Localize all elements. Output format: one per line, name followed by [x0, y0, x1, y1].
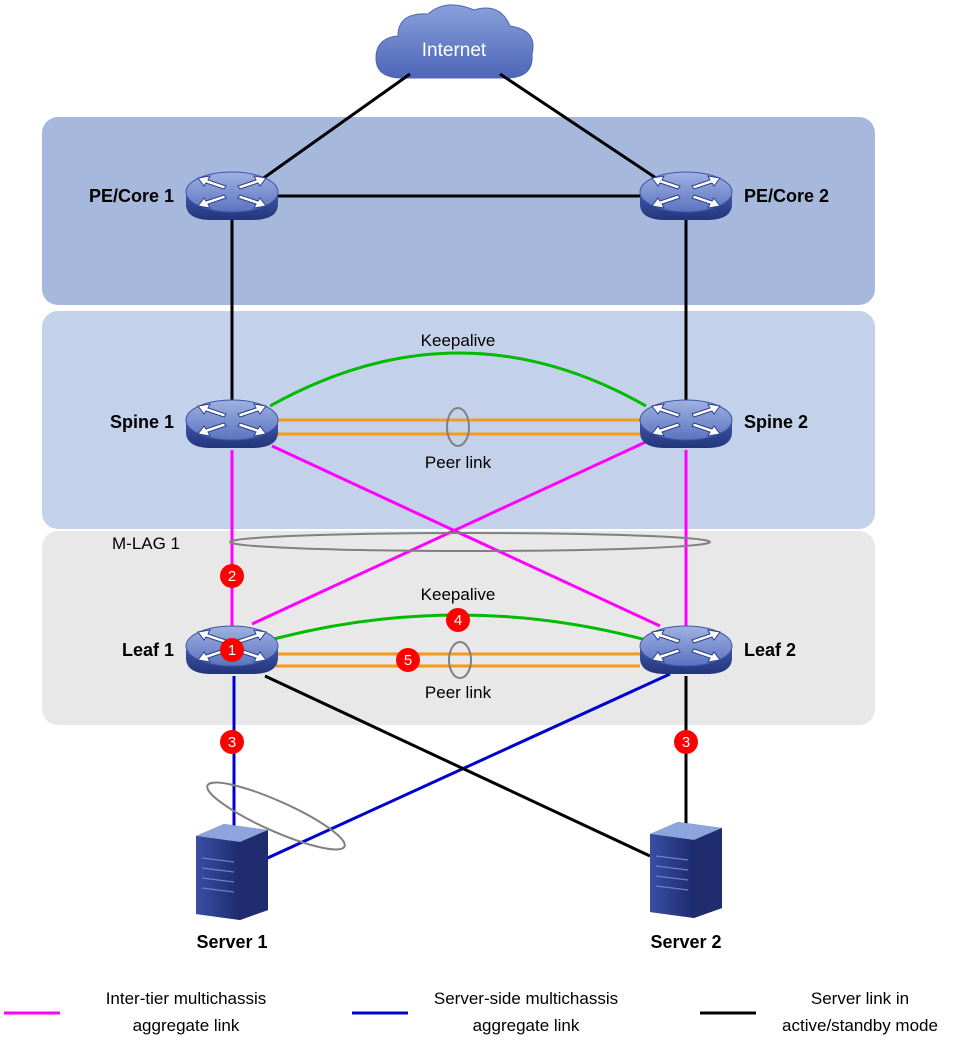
core1-label: PE/Core 1: [89, 186, 174, 206]
legend-server-side-line1: Server-side multichassis: [434, 989, 618, 1008]
badge-leaf-peer-link: 5: [396, 648, 420, 672]
leaf1-label: Leaf 1: [122, 640, 174, 660]
leaf2-switch-icon: [639, 625, 733, 675]
svg-text:3: 3: [228, 734, 236, 751]
legend-inter-tier-line2: aggregate link: [133, 1016, 240, 1035]
core-tier-band: [42, 117, 875, 305]
leaf2-server1-link: [249, 672, 671, 868]
server1-icon: [195, 823, 269, 921]
leaf1-server2-link: [264, 674, 651, 858]
legend-active-standby-line2: active/standby mode: [782, 1016, 938, 1035]
inter-tier-links: [230, 438, 688, 628]
badge-spine-leaf-link: 2: [220, 564, 244, 588]
svg-text:2: 2: [228, 568, 236, 585]
legend: Inter-tier multichassis aggregate link S…: [4, 989, 938, 1035]
spine-peer-link: [276, 418, 640, 436]
server2-icon: [649, 821, 723, 919]
svg-text:1: 1: [228, 642, 236, 659]
leaf-peer-link-bundle: [448, 641, 472, 679]
server1-label: Server 1: [196, 932, 267, 952]
leaf2-label: Leaf 2: [744, 640, 796, 660]
legend-active-standby-line1: Server link in: [811, 989, 909, 1008]
spine2-label: Spine 2: [744, 412, 808, 432]
internet-core1-link: [257, 72, 411, 184]
svg-text:5: 5: [404, 652, 412, 669]
server-aggregate-bundle: [206, 781, 346, 851]
core2-switch-icon: [639, 171, 733, 221]
badge-leaf1: 1: [220, 638, 244, 662]
badge-server1-link: 3: [220, 730, 244, 754]
spine2-switch-icon: [639, 399, 733, 449]
svg-text:4: 4: [454, 612, 462, 629]
spine-keepalive-link: [269, 351, 647, 408]
internet-cloud: Internet: [375, 4, 534, 79]
leaf-peer-link: [276, 652, 640, 668]
spine1-switch-icon: [185, 399, 279, 449]
mlag-label: M-LAG 1: [112, 534, 180, 553]
server2-label: Server 2: [650, 932, 721, 952]
svg-text:3: 3: [682, 734, 690, 751]
spine2-leaf1-link: [251, 438, 651, 626]
spine1-leaf2-link: [271, 444, 661, 628]
leaf-peer-link-label: Peer link: [425, 683, 492, 702]
legend-inter-tier-line1: Inter-tier multichassis: [106, 989, 267, 1008]
mlag-bundle-ellipse: [229, 532, 711, 552]
leaf-keepalive-label: Keepalive: [421, 585, 496, 604]
core-links: [230, 72, 688, 400]
spine1-label: Spine 1: [110, 412, 174, 432]
spine-keepalive-label: Keepalive: [421, 331, 496, 350]
spine-peer-link-label: Peer link: [425, 453, 492, 472]
badge-leaf-keepalive: 4: [446, 608, 470, 632]
spine-peer-link-bundle: [446, 407, 470, 447]
core1-switch-icon: [185, 171, 279, 221]
badge-server2-link: 3: [674, 730, 698, 754]
internet-label: Internet: [422, 40, 487, 61]
legend-server-side-line2: aggregate link: [473, 1016, 580, 1035]
core2-label: PE/Core 2: [744, 186, 829, 206]
internet-core2-link: [499, 72, 663, 184]
